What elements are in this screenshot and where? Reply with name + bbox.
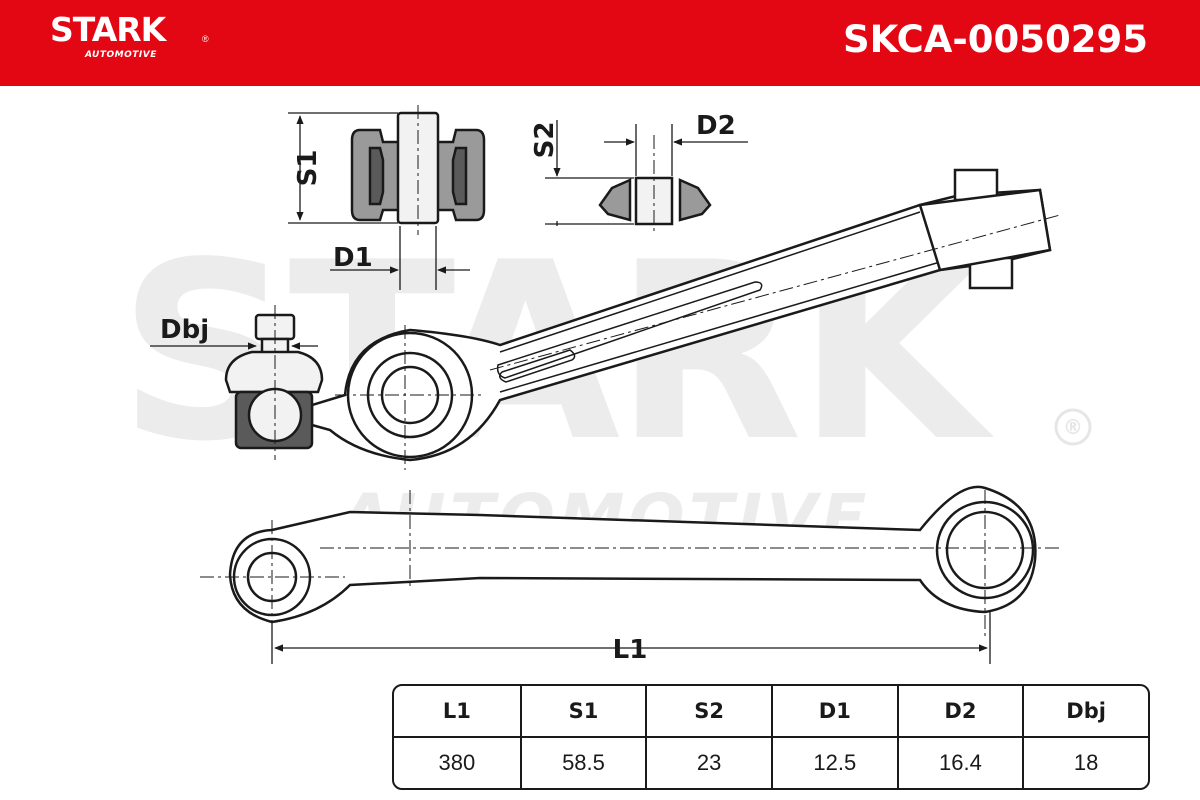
dimension-s2-d2 (545, 120, 748, 226)
spec-value-s2: 23 (645, 738, 771, 788)
spec-value-d1: 12.5 (770, 738, 897, 788)
spec-value-s1: 58.5 (519, 738, 646, 788)
spec-table-header-row: L1 S1 S2 D1 D2 Dbj (394, 686, 1148, 738)
ball-joint (224, 305, 324, 460)
label-dbj: Dbj (160, 315, 209, 345)
label-d1: D1 (333, 243, 373, 273)
spec-value-l1: 380 (438, 750, 476, 775)
dimension-s1 (288, 112, 470, 290)
bushing-s2-section (598, 135, 712, 232)
watermark-registered-mark: ® (1054, 408, 1092, 446)
label-l1: L1 (613, 635, 648, 665)
control-arm-top-view (310, 168, 1061, 470)
control-arm-drawing: S1 D1 S2 D2 (150, 105, 1061, 665)
spec-table: L1 S1 S2 D1 D2 Dbj 380 58.5 23 12.5 16.4… (392, 684, 1150, 790)
spec-header-d2: D2 (896, 686, 1023, 738)
part-number: SKCA-0050295 (842, 18, 1148, 61)
label-d2: D2 (696, 111, 736, 141)
logo-registered-mark: ® (202, 34, 209, 44)
header-bar: STARK ® AUTOMOTIVE SKCA-0050295 (0, 0, 1200, 86)
spec-header-l1: L1 (394, 686, 520, 738)
label-s1: S1 (293, 150, 323, 187)
spec-header-d1: D1 (770, 686, 897, 738)
spec-table-value-row: 380 58.5 23 12.5 16.4 18 (394, 738, 1148, 788)
control-arm-side-view (200, 485, 1060, 640)
logo-word: STARK (50, 10, 166, 49)
spec-value-dbj: 18 (1022, 738, 1148, 788)
stark-logo: STARK ® AUTOMOTIVE (50, 10, 209, 61)
spec-value-d2: 16.4 (896, 738, 1023, 788)
svg-text:®: ® (1063, 415, 1083, 439)
spec-header-s2: S2 (645, 686, 771, 738)
bushing-s1-section (350, 105, 486, 235)
label-s2: S2 (530, 122, 560, 159)
spec-header-s1: S1 (519, 686, 646, 738)
spec-header-dbj: Dbj (1022, 686, 1148, 738)
dimension-l1 (271, 612, 991, 664)
logo-subtitle: AUTOMOTIVE (85, 50, 157, 60)
